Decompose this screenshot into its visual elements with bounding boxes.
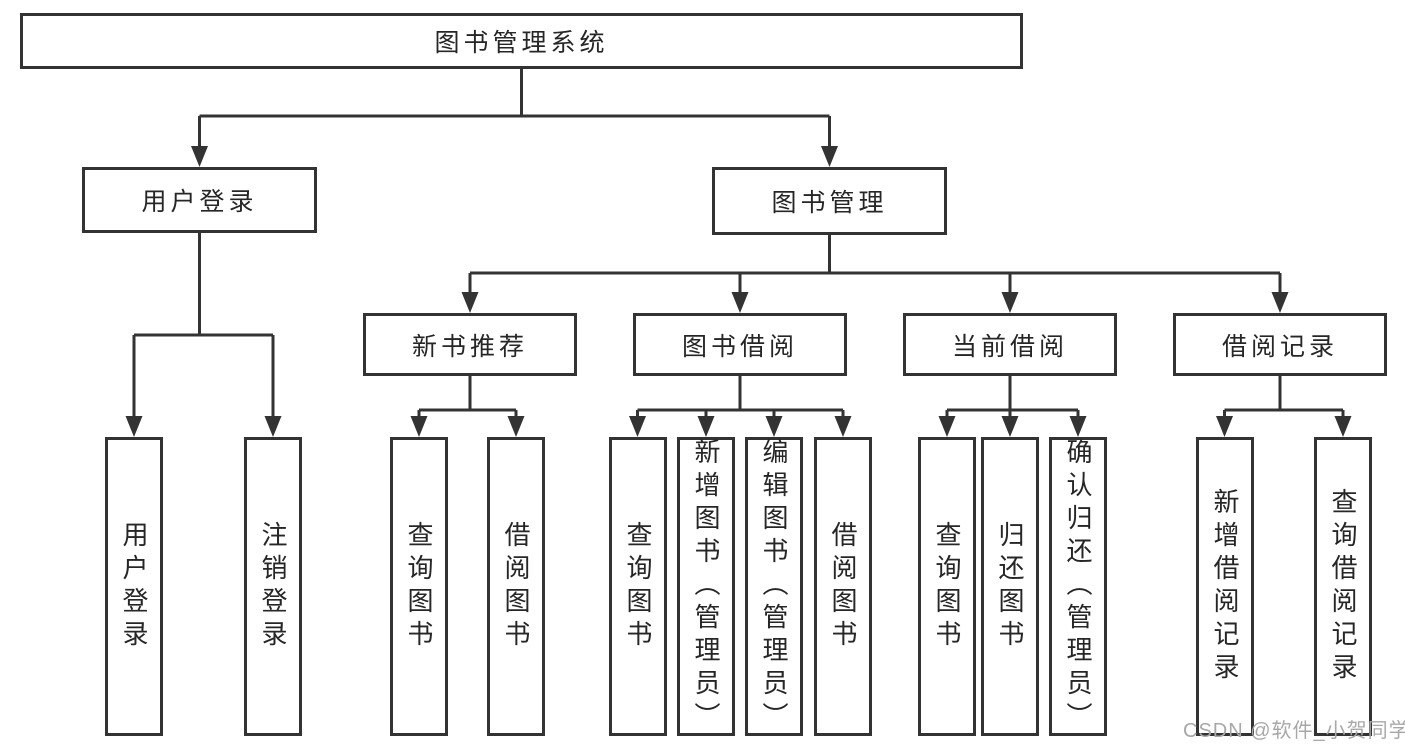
leaf-label: 借阅图书 <box>828 520 858 653</box>
leaf-query-borrow-record: 查询借阅记录 <box>1314 437 1372 736</box>
leaf-borrow-books-1: 借阅图书 <box>487 437 545 736</box>
leaf-add-borrow-record: 新增借阅记录 <box>1196 437 1254 736</box>
node-label: 用户登录 <box>141 188 258 216</box>
node-label: 图书管理 <box>771 189 888 217</box>
leaf-borrow-books-2: 借阅图书 <box>814 437 872 736</box>
node-user-login: 用户登录 <box>82 167 317 233</box>
leaf-label: 注销登录 <box>258 520 288 653</box>
watermark: CSDN @软件_小贺同学 <box>1183 720 1405 742</box>
leaf-user-login: 用户登录 <box>105 437 163 736</box>
leaf-return-book: 归还图书 <box>981 437 1039 736</box>
leaf-label: 查询图书 <box>404 520 434 653</box>
leaf-query-books-1: 查询图书 <box>390 437 448 736</box>
leaf-label: 新增图书（管理员） <box>691 438 721 735</box>
leaf-query-books-2: 查询图书 <box>609 437 667 736</box>
node-new-book-recommend: 新书推荐 <box>363 313 577 376</box>
node-book-borrowing: 图书借阅 <box>633 313 847 376</box>
leaf-label: 借阅图书 <box>501 520 531 653</box>
node-label: 当前借阅 <box>951 332 1068 361</box>
node-book-management: 图书管理 <box>712 167 947 235</box>
leaf-label: 查询图书 <box>932 520 962 653</box>
leaf-label: 编辑图书（管理员） <box>759 438 789 735</box>
node-label: 借阅记录 <box>1221 332 1338 361</box>
leaf-label: 确认归还（管理员） <box>1063 438 1093 735</box>
leaf-add-book-admin: 新增图书（管理员） <box>677 437 735 736</box>
leaf-query-books-3: 查询图书 <box>918 437 976 736</box>
node-label: 新书推荐 <box>411 332 528 361</box>
leaf-confirm-return-admin: 确认归还（管理员） <box>1049 437 1107 736</box>
leaf-edit-book-admin: 编辑图书（管理员） <box>745 437 803 736</box>
leaf-label: 归还图书 <box>995 520 1025 653</box>
leaf-label: 用户登录 <box>119 520 149 653</box>
node-label: 图书管理系统 <box>434 29 609 57</box>
node-borrowing-records: 借阅记录 <box>1173 313 1387 376</box>
leaf-label: 查询图书 <box>623 520 653 653</box>
node-library-management-system: 图书管理系统 <box>20 13 1023 69</box>
node-current-borrowing: 当前借阅 <box>903 313 1117 376</box>
node-label: 图书借阅 <box>681 332 798 361</box>
leaf-label: 新增借阅记录 <box>1210 487 1240 686</box>
leaf-logout: 注销登录 <box>244 437 302 736</box>
leaf-label: 查询借阅记录 <box>1328 487 1358 686</box>
